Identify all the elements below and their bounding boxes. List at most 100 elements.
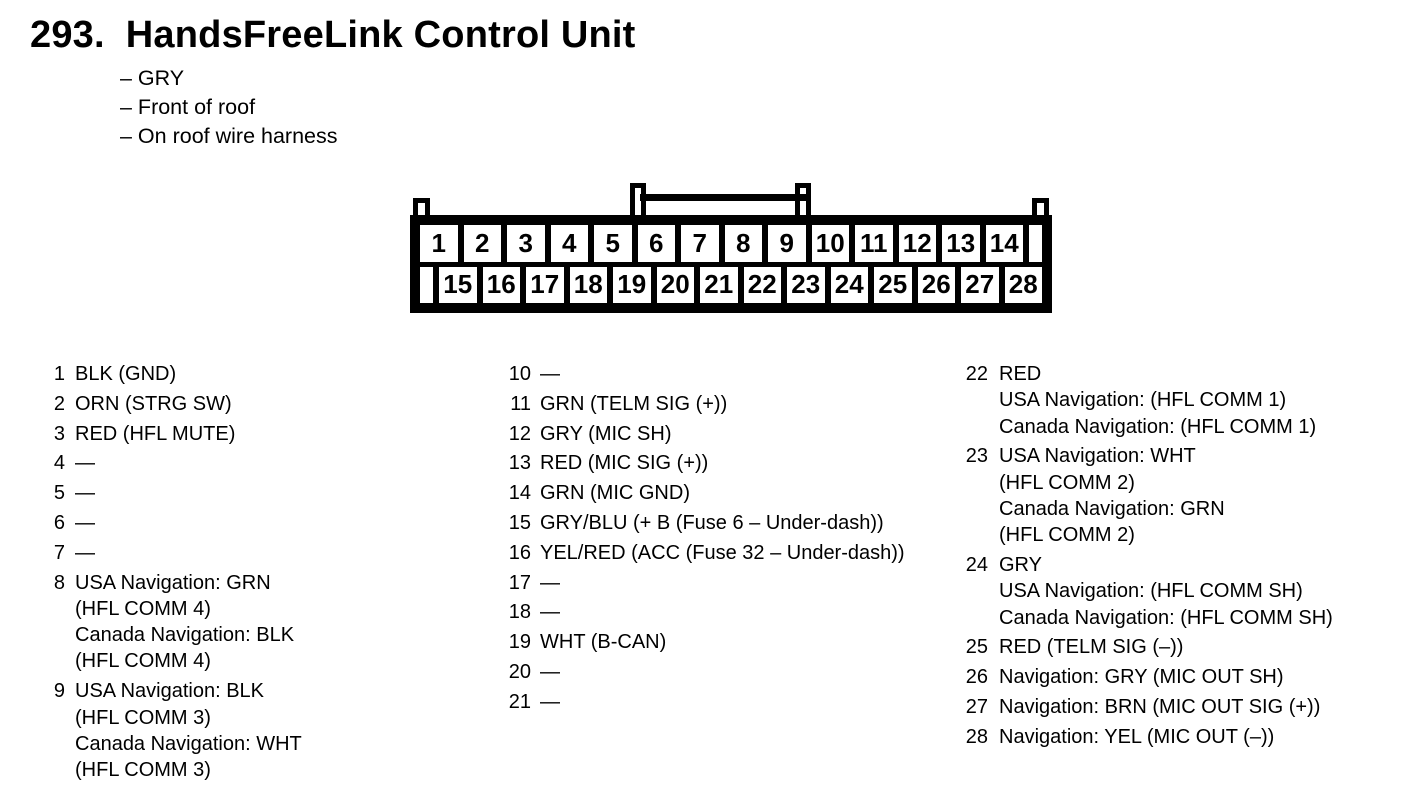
pin-number: 2	[53, 392, 65, 415]
pin-description: RED (HFL MUTE)	[75, 421, 235, 447]
pin-description-line: RED (TELM SIG (–))	[999, 636, 1184, 659]
pin-number: 23	[965, 445, 988, 468]
connector-pin-15: 15	[439, 266, 477, 303]
pin-description-line: (HFL COMM 3)	[75, 759, 211, 782]
pin-description-line: BLK (GND)	[75, 363, 177, 385]
pin-description-line: (HFL COMM 4)	[75, 597, 211, 620]
pin-description: USA Navigation: BLK(HFL COMM 3)Canada Na…	[75, 678, 302, 783]
pin-number: 13	[508, 452, 531, 475]
pin-number: 19	[508, 631, 531, 654]
pin-description-line: Navigation: BRN (MIC OUT SIG (+))	[999, 696, 1321, 719]
pin-description-line: (HFL COMM 2)	[999, 524, 1135, 547]
pin-item-25: 25 RED (TELM SIG (–))	[963, 634, 1333, 660]
pin-description-line: —	[540, 690, 560, 713]
pin-description: —	[540, 599, 560, 625]
pin-description-line: RED (MIC SIG (+))	[540, 452, 709, 475]
pin-description-line: USA Navigation: GRN	[75, 571, 271, 594]
connector-pin-6: 6	[637, 225, 675, 262]
pin-item-21: 21 —	[505, 689, 905, 715]
connector-pin-22: 22	[743, 266, 781, 303]
pin-number: 18	[508, 601, 531, 624]
pin-number: 22	[965, 363, 988, 385]
pin-item-10: 10 —	[505, 361, 905, 387]
pin-description: ORN (STRG SW)	[75, 391, 232, 417]
pin-number: 4	[53, 452, 65, 475]
connector-pin-25: 25	[874, 266, 912, 303]
pin-item-5: 5—	[47, 480, 302, 506]
connector-pin-9: 9	[768, 225, 806, 262]
pin-number: 10	[508, 363, 531, 385]
pin-number: 27	[965, 696, 988, 719]
pin-description: WHT (B-CAN)	[540, 629, 666, 655]
pin-description-line: —	[540, 660, 560, 683]
pin-description: —	[540, 570, 560, 596]
pin-description: —	[540, 361, 560, 387]
pin-item-7: 7—	[47, 540, 302, 566]
connector-pin-5: 5	[594, 225, 632, 262]
pin-item-4: 4—	[47, 450, 302, 476]
connector-pin-14: 14	[985, 225, 1023, 262]
pin-number: 15	[508, 511, 531, 534]
connector-pin-13: 13	[942, 225, 980, 262]
pin-description: Navigation: YEL (MIC OUT (–))	[999, 724, 1274, 750]
connector-pin-28: 28	[1004, 266, 1042, 303]
connector-tab-right	[1032, 198, 1049, 217]
title-text: HandsFreeLink Control Unit	[125, 14, 636, 56]
pin-item-27: 27 Navigation: BRN (MIC OUT SIG (+))	[963, 694, 1333, 720]
bracket-bar	[640, 194, 806, 201]
page-title: 293. HandsFreeLink Control Unit	[30, 14, 636, 57]
pin-description-line: —	[75, 541, 95, 564]
pin-description: RED (MIC SIG (+))	[540, 450, 708, 476]
connector-pin-20: 20	[656, 266, 694, 303]
connector-pin-7: 7	[681, 225, 719, 262]
pin-number: 21	[508, 690, 531, 713]
pin-description-line: GRN (MIC GND)	[540, 482, 690, 505]
pin-description-line: YEL/RED (ACC (Fuse 32 – Under-dash))	[540, 541, 905, 564]
pin-description-line: —	[540, 363, 560, 385]
connector-location-details: – GRY– Front of roof– On roof wire harne…	[120, 64, 338, 151]
pin-description: —	[75, 510, 95, 536]
pin-description-line: —	[75, 452, 95, 475]
connector-pin-16: 16	[482, 266, 520, 303]
pin-number: 12	[508, 422, 531, 445]
connector-pin-4: 4	[550, 225, 588, 262]
pin-item-16: 16 YEL/RED (ACC (Fuse 32 – Under-dash))	[505, 540, 905, 566]
pin-number: 25	[965, 636, 988, 659]
connector-pin-10: 10	[811, 225, 849, 262]
pin-description-line: GRN (TELM SIG (+))	[540, 392, 728, 415]
pin-description-line: ORN (STRG SW)	[75, 392, 232, 415]
pin-item-23: 23 USA Navigation: WHT(HFL COMM 2)Canada …	[963, 443, 1333, 548]
pin-description-line: RED (HFL MUTE)	[75, 422, 236, 445]
pin-description: —	[540, 659, 560, 685]
pin-number: 16	[508, 541, 531, 564]
pin-number: 26	[965, 666, 988, 689]
pin-description: GRY/BLU (+ B (Fuse 6 – Under-dash))	[540, 510, 884, 536]
pin-number: 24	[965, 554, 988, 577]
connector-detail-line: – On roof wire harness	[120, 124, 338, 148]
pin-item-15: 15 GRY/BLU (+ B (Fuse 6 – Under-dash))	[505, 510, 905, 536]
pin-description-line: —	[540, 571, 560, 594]
pin-description-line: Canada Navigation: WHT	[75, 732, 302, 755]
pin-description: YEL/RED (ACC (Fuse 32 – Under-dash))	[540, 540, 905, 566]
pin-description-line: Canada Navigation: GRN	[999, 497, 1225, 520]
pin-description: —	[75, 480, 95, 506]
connector-detail-line: – Front of roof	[120, 95, 256, 119]
pin-description: GRN (TELM SIG (+))	[540, 391, 727, 417]
pin-description: USA Navigation: WHT(HFL COMM 2)Canada Na…	[999, 443, 1225, 548]
